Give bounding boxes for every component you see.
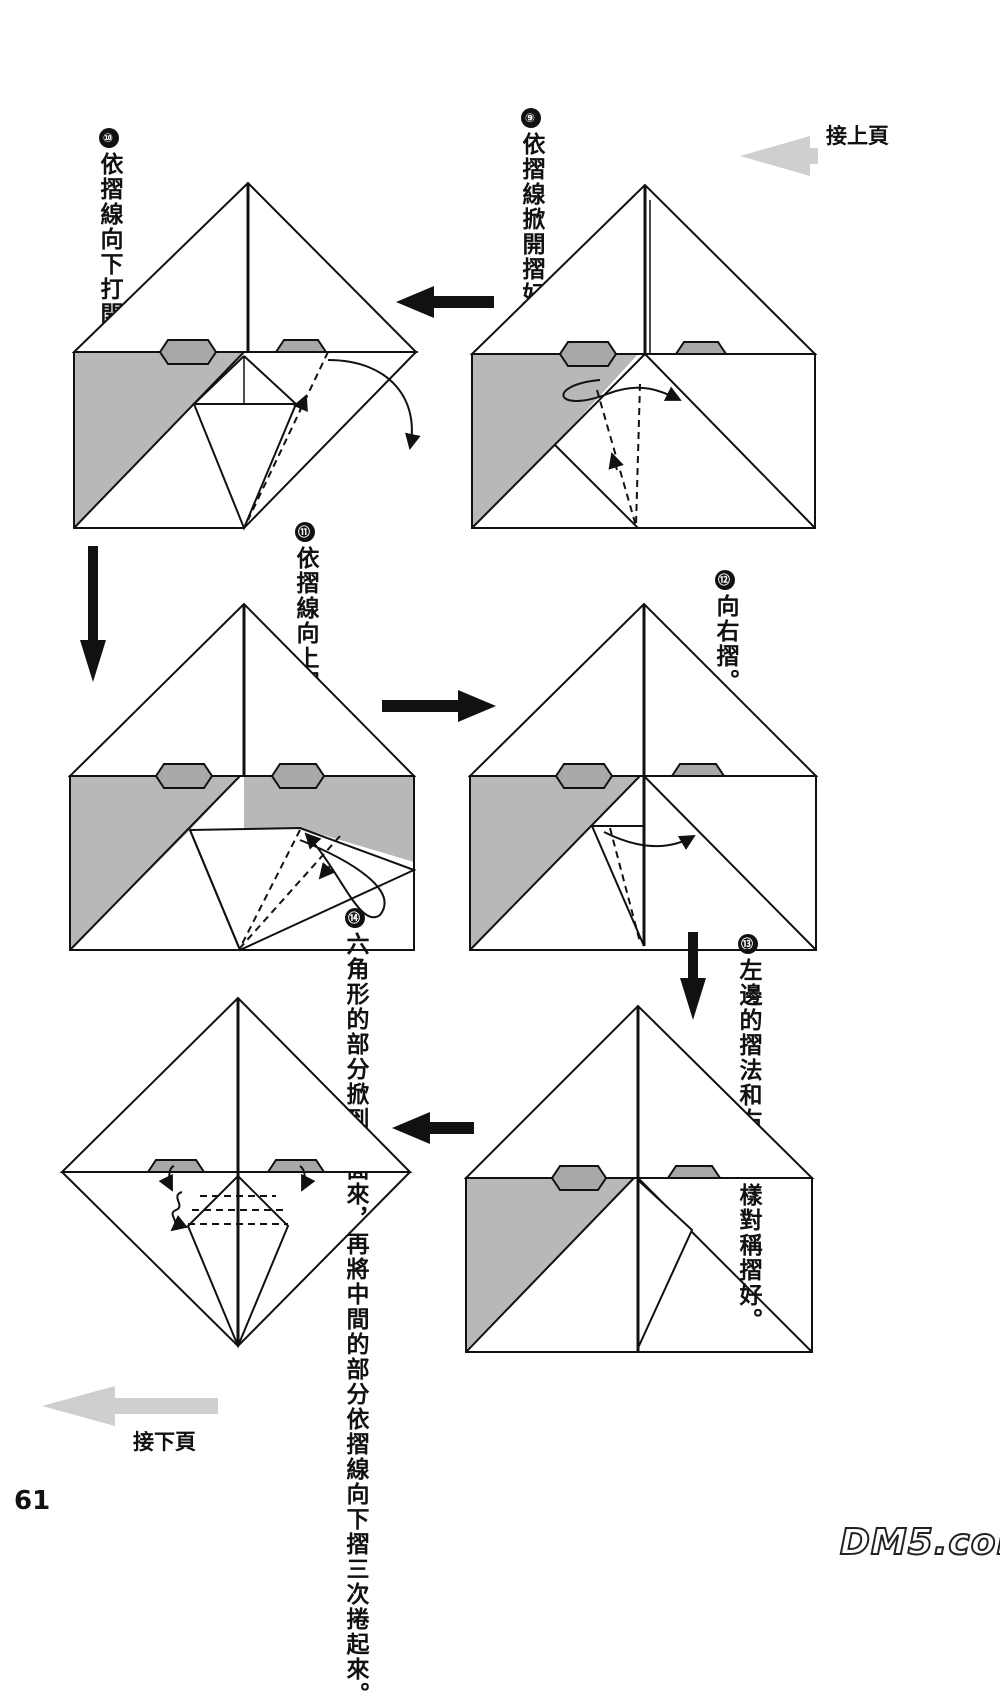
origami-diagrams xyxy=(42,136,819,1426)
step-9-diagram xyxy=(469,183,818,529)
watermark-logo: DM5.com xyxy=(839,1521,1000,1564)
step-14-number: ⑭ xyxy=(345,908,365,928)
prev-page-label[interactable]: 接上頁 xyxy=(826,124,889,148)
step-14-diagram xyxy=(59,996,413,1349)
prev-page-arrow-icon[interactable] xyxy=(740,136,818,176)
next-page-arrow-icon[interactable] xyxy=(42,1386,218,1426)
next-page-label[interactable]: 接下頁 xyxy=(133,1430,196,1454)
flow-arrow-12-to-13-icon xyxy=(680,932,706,1020)
flow-arrow-11-to-12-icon xyxy=(382,690,496,722)
flow-arrow-9-to-10-icon xyxy=(396,286,494,318)
step-10-number: ⑩ xyxy=(99,128,119,148)
step-12-diagram xyxy=(467,602,819,951)
step-12-number: ⑫ xyxy=(715,570,735,590)
step-13-diagram xyxy=(463,1004,815,1353)
step-11-diagram xyxy=(67,602,417,952)
page-number: 61 xyxy=(14,1486,51,1516)
step-11-number: ⑪ xyxy=(295,522,315,542)
flow-arrow-10-to-11-icon xyxy=(80,546,106,682)
step-9-number: ⑨ xyxy=(521,108,541,128)
flow-arrow-13-to-14-icon xyxy=(392,1112,474,1144)
step-10-diagram xyxy=(71,181,421,531)
